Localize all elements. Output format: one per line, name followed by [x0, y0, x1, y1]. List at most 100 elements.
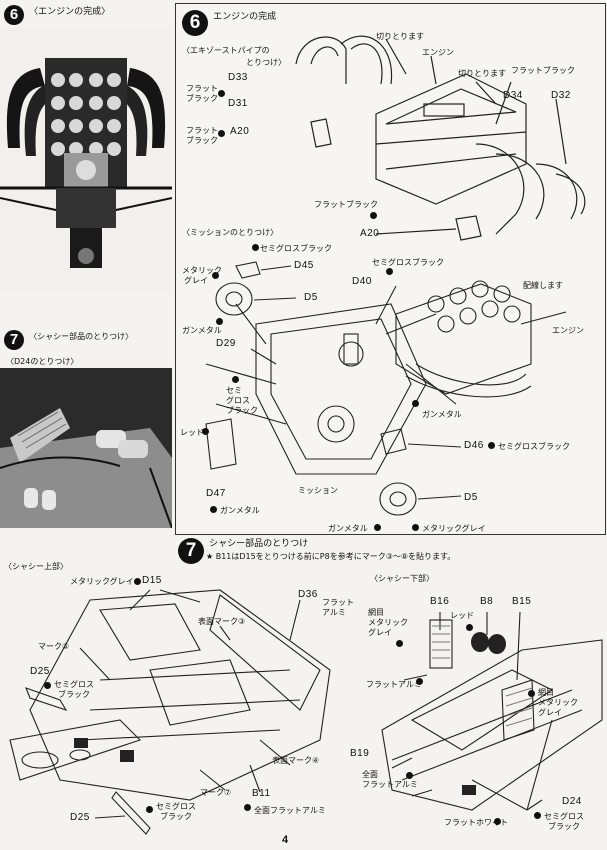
- label-semi-gloss-3-b: グロス: [226, 396, 250, 405]
- label-flat-alumi-lower: フラットアルミ: [366, 680, 422, 689]
- label-semi-gloss-4: セミグロスブラック: [498, 442, 570, 451]
- label-flat-black-d33-b: ブラック: [186, 94, 218, 103]
- label-metallic-gray-1: メタリック: [182, 266, 222, 275]
- part-d33: D33: [228, 72, 248, 83]
- step7-instruction: ★ B11はD15をとりつける前にP8を参考にマーク③～⑧を貼ります。: [206, 552, 456, 561]
- label-semi-gloss-2: セミグロスブラック: [372, 258, 444, 267]
- part-d46: D46: [464, 440, 484, 451]
- label-semi-gloss-1: セミグロスブラック: [260, 244, 332, 253]
- label-flat-white: フラットホワイト: [444, 818, 508, 827]
- engine-photo: [0, 28, 172, 290]
- paint-dot-l3: [416, 678, 423, 685]
- label-full-flat-lower: 全面: [362, 770, 378, 779]
- step7-heading: 7 シャシー部品のとりつけ: [178, 538, 308, 564]
- paint-dot-mid: [370, 212, 377, 219]
- part-a20-b: A20: [360, 228, 380, 239]
- paint-dot-m7: [202, 428, 209, 435]
- part-b15: B15: [512, 596, 532, 607]
- part-d34: D34: [503, 90, 523, 101]
- step7-photo-subcaption: 〈D24のとりつけ〉: [6, 357, 79, 366]
- step6-number: 6: [182, 10, 208, 36]
- label-kiritorimasu-1: 切りとります: [376, 32, 424, 41]
- label-metallic-gray-1-b: グレイ: [184, 276, 208, 285]
- label-metallic-gray-upper: メタリックグレイ: [70, 577, 134, 586]
- paint-dot-m5: [232, 376, 239, 383]
- paint-dot-m2: [212, 272, 219, 279]
- label-wiring: 配線します: [523, 281, 563, 290]
- paint-dot-m9: [210, 506, 217, 513]
- exhaust-heading: 〈エキゾーストパイプの: [182, 46, 270, 55]
- label-kiritorimasu-2: 切りとります: [458, 69, 506, 78]
- lower-chassis-drawing: [381, 611, 603, 811]
- label-red-lower: レッド: [450, 611, 474, 620]
- paint-dot-l1: [466, 624, 473, 631]
- paint-dot-m3: [386, 268, 393, 275]
- paint-dot-u2: [44, 682, 51, 689]
- step6-photo-heading: 6 〈エンジンの完成〉: [4, 4, 110, 25]
- label-mark5: マーク⑤: [38, 642, 70, 651]
- label-gunmetal-1: ガンメタル: [182, 326, 222, 335]
- step7-title: シャシー部品のとりつけ: [209, 539, 309, 549]
- label-semi-gloss-3-c: ブラック: [226, 406, 258, 415]
- paint-dot-l7: [534, 812, 541, 819]
- label-flat-black-a20-b: ブラック: [186, 136, 218, 145]
- label-semi-gloss-3: セミ: [226, 386, 242, 395]
- paint-dot-l5: [406, 772, 413, 779]
- part-d29: D29: [216, 338, 236, 349]
- part-d5-b: D5: [464, 492, 478, 503]
- paint-dot-m8: [488, 442, 495, 449]
- paint-dot-l4: [528, 690, 535, 697]
- label-flat-black-d33: フラット: [186, 84, 218, 93]
- label-flat-alumi-upper-b: アルミ: [322, 608, 346, 617]
- paint-dot-l2: [396, 640, 403, 647]
- label-semi-gloss-lower: セミグロス: [544, 812, 584, 821]
- label-metallic-gray-2: メタリックグレイ: [422, 524, 486, 533]
- exhaust-heading-2: とりつけ〉: [246, 58, 287, 67]
- label-mesh-gray-2-c: グレイ: [538, 708, 562, 717]
- lower-chassis-heading: 〈シャシー下部〉: [370, 574, 434, 583]
- part-d31: D31: [228, 98, 248, 109]
- part-d5-a: D5: [304, 292, 318, 303]
- paint-dot-u3: [244, 804, 251, 811]
- label-gunmetal-2: ガンメタル: [422, 410, 462, 419]
- label-semi-gloss-lower-b: ブラック: [548, 822, 580, 831]
- label-red: レッド: [180, 428, 204, 437]
- part-d45: D45: [294, 260, 314, 271]
- part-d36: D36: [298, 589, 318, 600]
- label-mesh-gray: 網目: [368, 608, 384, 617]
- step7-photo-number: 7: [4, 330, 24, 350]
- label-surface-mark3: 表面マーク③: [198, 617, 246, 626]
- label-semi-gloss-upper-2-b: ブラック: [160, 812, 192, 821]
- paint-dot-m6: [412, 400, 419, 407]
- step7-number: 7: [178, 538, 204, 564]
- step6-heading: 6 エンジンの完成: [182, 10, 276, 36]
- upper-chassis-heading: 〈シャシー上部〉: [4, 562, 68, 571]
- label-surface-mark4: 表面マーク④: [272, 756, 320, 765]
- paint-dot-l6: [494, 818, 501, 825]
- step6-frame: 6 エンジンの完成 〈エキゾーストパイプの とりつけ〉: [175, 3, 606, 535]
- part-d40: D40: [352, 276, 372, 287]
- step7-photo-heading: 7 〈シャシー部品のとりつけ〉: [4, 329, 133, 350]
- label-semi-gloss-upper-2: セミグロス: [156, 802, 196, 811]
- part-b19: B19: [350, 748, 370, 759]
- label-gunmetal-4: ガンメタル: [328, 524, 368, 533]
- part-d25-a: D25: [30, 666, 50, 677]
- label-mesh-gray-2-b: メタリック: [538, 698, 578, 707]
- part-d32: D32: [551, 90, 571, 101]
- paint-dot-m10: [374, 524, 381, 531]
- label-engine-mission: エンジン: [552, 326, 584, 335]
- paint-dot-a20: [218, 130, 225, 137]
- label-mark7: マーク⑦: [200, 788, 232, 797]
- label-full-flat-alumi-upper: 全面フラットアルミ: [254, 806, 326, 815]
- paint-dot-u1: [134, 578, 141, 585]
- paint-dot-m11: [412, 524, 419, 531]
- part-d15: D15: [142, 575, 162, 586]
- label-flat-black-a20: フラット: [186, 126, 218, 135]
- label-engine-top: エンジン: [422, 48, 454, 57]
- engine-drawing: [205, 35, 586, 516]
- label-full-flat-lower-b: フラットアルミ: [362, 780, 418, 789]
- part-b16: B16: [430, 596, 450, 607]
- part-a20-a: A20: [230, 126, 250, 137]
- part-b11: B11: [252, 788, 271, 799]
- label-mesh-gray-b: メタリック: [368, 618, 408, 627]
